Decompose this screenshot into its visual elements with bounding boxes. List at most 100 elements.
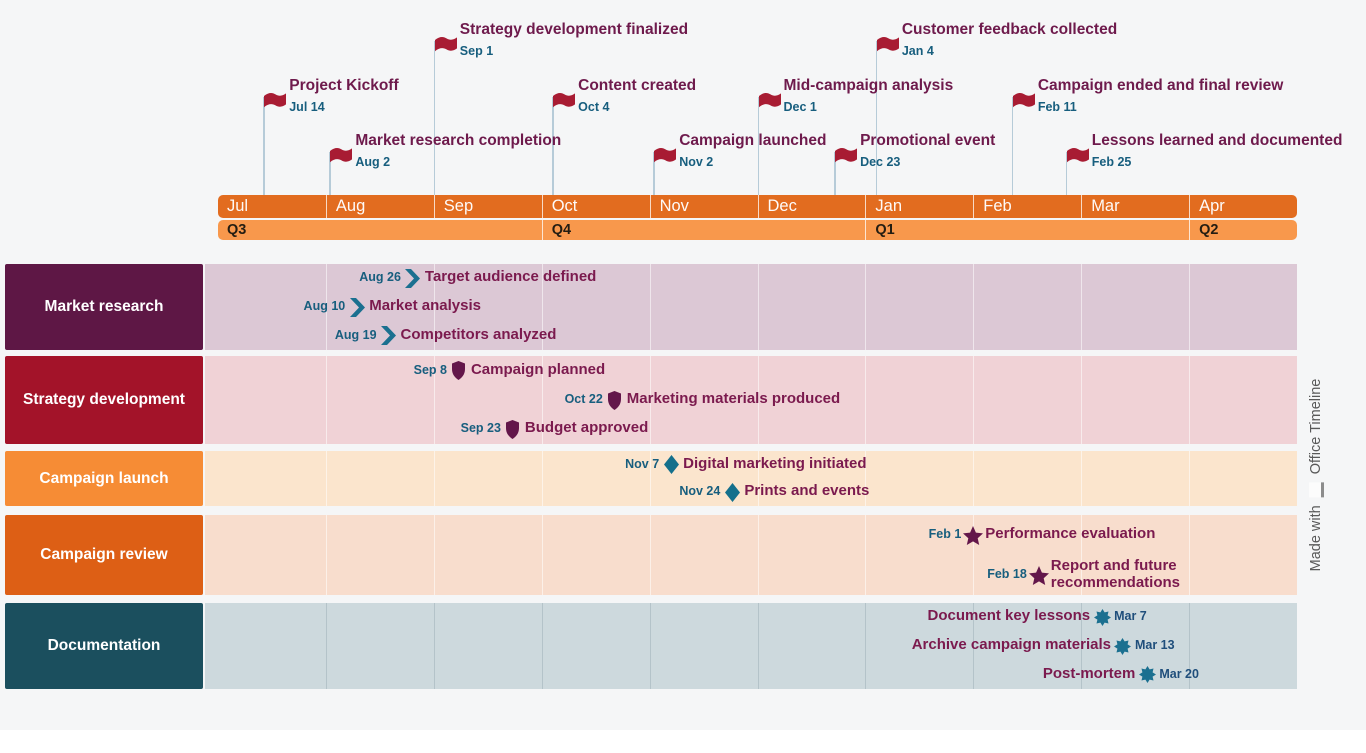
flag-icon[interactable] <box>434 35 458 53</box>
task-label[interactable]: Market analysis <box>369 297 481 314</box>
milestone-title: Content created <box>578 77 697 94</box>
task-label[interactable]: Campaign planned <box>470 360 606 378</box>
burst-icon[interactable] <box>1114 637 1132 655</box>
month-gridline <box>649 264 651 350</box>
milestone-title: Market research completion <box>355 132 562 149</box>
lane-label-campaign-review[interactable]: Campaign review <box>5 515 203 595</box>
month-gridline <box>865 603 867 689</box>
shield-icon[interactable] <box>505 419 520 439</box>
month-gridline <box>649 451 651 506</box>
month-gridline <box>1189 264 1191 350</box>
month-gridline <box>325 515 327 595</box>
month-gridline <box>865 356 867 444</box>
lane-row <box>205 264 1297 350</box>
burst-icon[interactable] <box>1138 666 1156 684</box>
burst-icon[interactable] <box>1093 608 1111 626</box>
task-date: Aug 26 <box>359 270 401 285</box>
lane-row <box>205 451 1297 506</box>
task-label[interactable]: Prints and events <box>744 482 870 500</box>
task-label[interactable]: Marketing materials produced <box>626 390 841 407</box>
task-label[interactable]: Digital marketing initiated <box>683 454 867 472</box>
flag-icon[interactable] <box>329 146 353 164</box>
task-label[interactable]: Report and future recommendations <box>1050 557 1180 592</box>
chevron-icon[interactable] <box>381 326 397 346</box>
lane-label-strategy-development[interactable]: Strategy development <box>5 356 203 444</box>
month-cell: Oct <box>541 195 650 218</box>
month-gridline <box>541 603 543 689</box>
diamond-icon[interactable] <box>724 482 740 502</box>
task-label[interactable]: Target audience defined <box>424 268 597 286</box>
shield-icon[interactable] <box>451 361 466 381</box>
task-date: Nov 24 <box>679 484 721 499</box>
chevron-icon[interactable] <box>405 268 421 288</box>
month-gridline <box>1189 603 1191 689</box>
star-icon[interactable] <box>1028 565 1049 585</box>
month-gridline <box>433 515 435 595</box>
flag-icon[interactable] <box>1066 146 1090 164</box>
lane-label-market-research[interactable]: Market research <box>5 264 203 350</box>
flag-icon[interactable] <box>263 91 287 109</box>
lane-label-campaign-launch[interactable]: Campaign launch <box>5 451 203 506</box>
month-gridline <box>973 451 975 506</box>
month-gridline <box>1081 603 1083 689</box>
month-gridline <box>757 515 759 595</box>
milestone-date: Feb 25 <box>1091 155 1132 169</box>
milestone-date: Nov 2 <box>679 155 714 169</box>
shield-icon[interactable] <box>607 390 622 410</box>
month-gridline <box>865 451 867 506</box>
month-gridline <box>865 264 867 350</box>
month-gridline <box>757 603 759 689</box>
watermark-made-with-label: Made with <box>1308 505 1324 572</box>
month-gridline <box>433 264 435 350</box>
watermark-brand-label[interactable]: Office Timeline <box>1308 378 1324 475</box>
star-icon[interactable] <box>963 525 984 545</box>
month-gridline <box>1189 451 1191 506</box>
flag-icon[interactable] <box>876 35 900 53</box>
task-date: Mar 20 <box>1159 666 1199 681</box>
milestone-pole <box>433 41 436 195</box>
milestone-date: Oct 4 <box>578 100 610 114</box>
month-gridline <box>865 515 867 595</box>
milestone-date: Jan 4 <box>901 44 934 58</box>
milestone-pole <box>552 97 554 195</box>
task-label[interactable]: Post-mortem <box>1042 664 1136 682</box>
chevron-icon[interactable] <box>349 297 365 317</box>
month-gridline <box>757 356 759 444</box>
month-gridline <box>649 515 651 595</box>
milestone-pole <box>1065 152 1068 195</box>
task-date: Sep 8 <box>413 362 447 377</box>
milestone-pole <box>329 152 331 195</box>
milestone-pole <box>263 97 265 195</box>
task-label[interactable]: Archive campaign materials <box>911 636 1111 653</box>
task-label[interactable]: Budget approved <box>524 419 649 437</box>
flag-icon[interactable] <box>552 91 576 109</box>
lane-row <box>205 356 1297 444</box>
month-gridline <box>541 264 543 350</box>
lane-label-documentation[interactable]: Documentation <box>5 603 203 689</box>
task-label[interactable]: Competitors analyzed <box>400 325 557 343</box>
flag-icon[interactable] <box>653 146 677 164</box>
flag-icon[interactable] <box>834 146 858 164</box>
month-gridline <box>1081 264 1083 350</box>
month-gridline <box>973 264 975 350</box>
month-gridline <box>325 356 327 444</box>
flag-icon[interactable] <box>1012 91 1036 109</box>
month-gridline <box>541 515 543 595</box>
milestone-date: Dec 1 <box>783 100 817 114</box>
task-date: Feb 18 <box>987 567 1027 581</box>
month-gridline <box>1189 356 1191 444</box>
office-timeline-logo-icon <box>1308 482 1324 498</box>
month-gridline <box>973 515 975 595</box>
milestone-pole <box>653 152 655 195</box>
task-label[interactable]: Performance evaluation <box>985 525 1156 542</box>
milestone-title: Lessons learned and documented <box>1091 132 1343 149</box>
diamond-icon[interactable] <box>663 455 679 475</box>
month-gridline <box>649 356 651 444</box>
month-gridline <box>433 356 435 444</box>
task-label[interactable]: Document key lessons <box>927 607 1091 625</box>
milestone-date: Sep 1 <box>459 44 494 58</box>
milestone-title: Campaign launched <box>679 132 827 149</box>
flag-icon[interactable] <box>758 91 782 109</box>
month-cell: Jul <box>227 197 249 215</box>
